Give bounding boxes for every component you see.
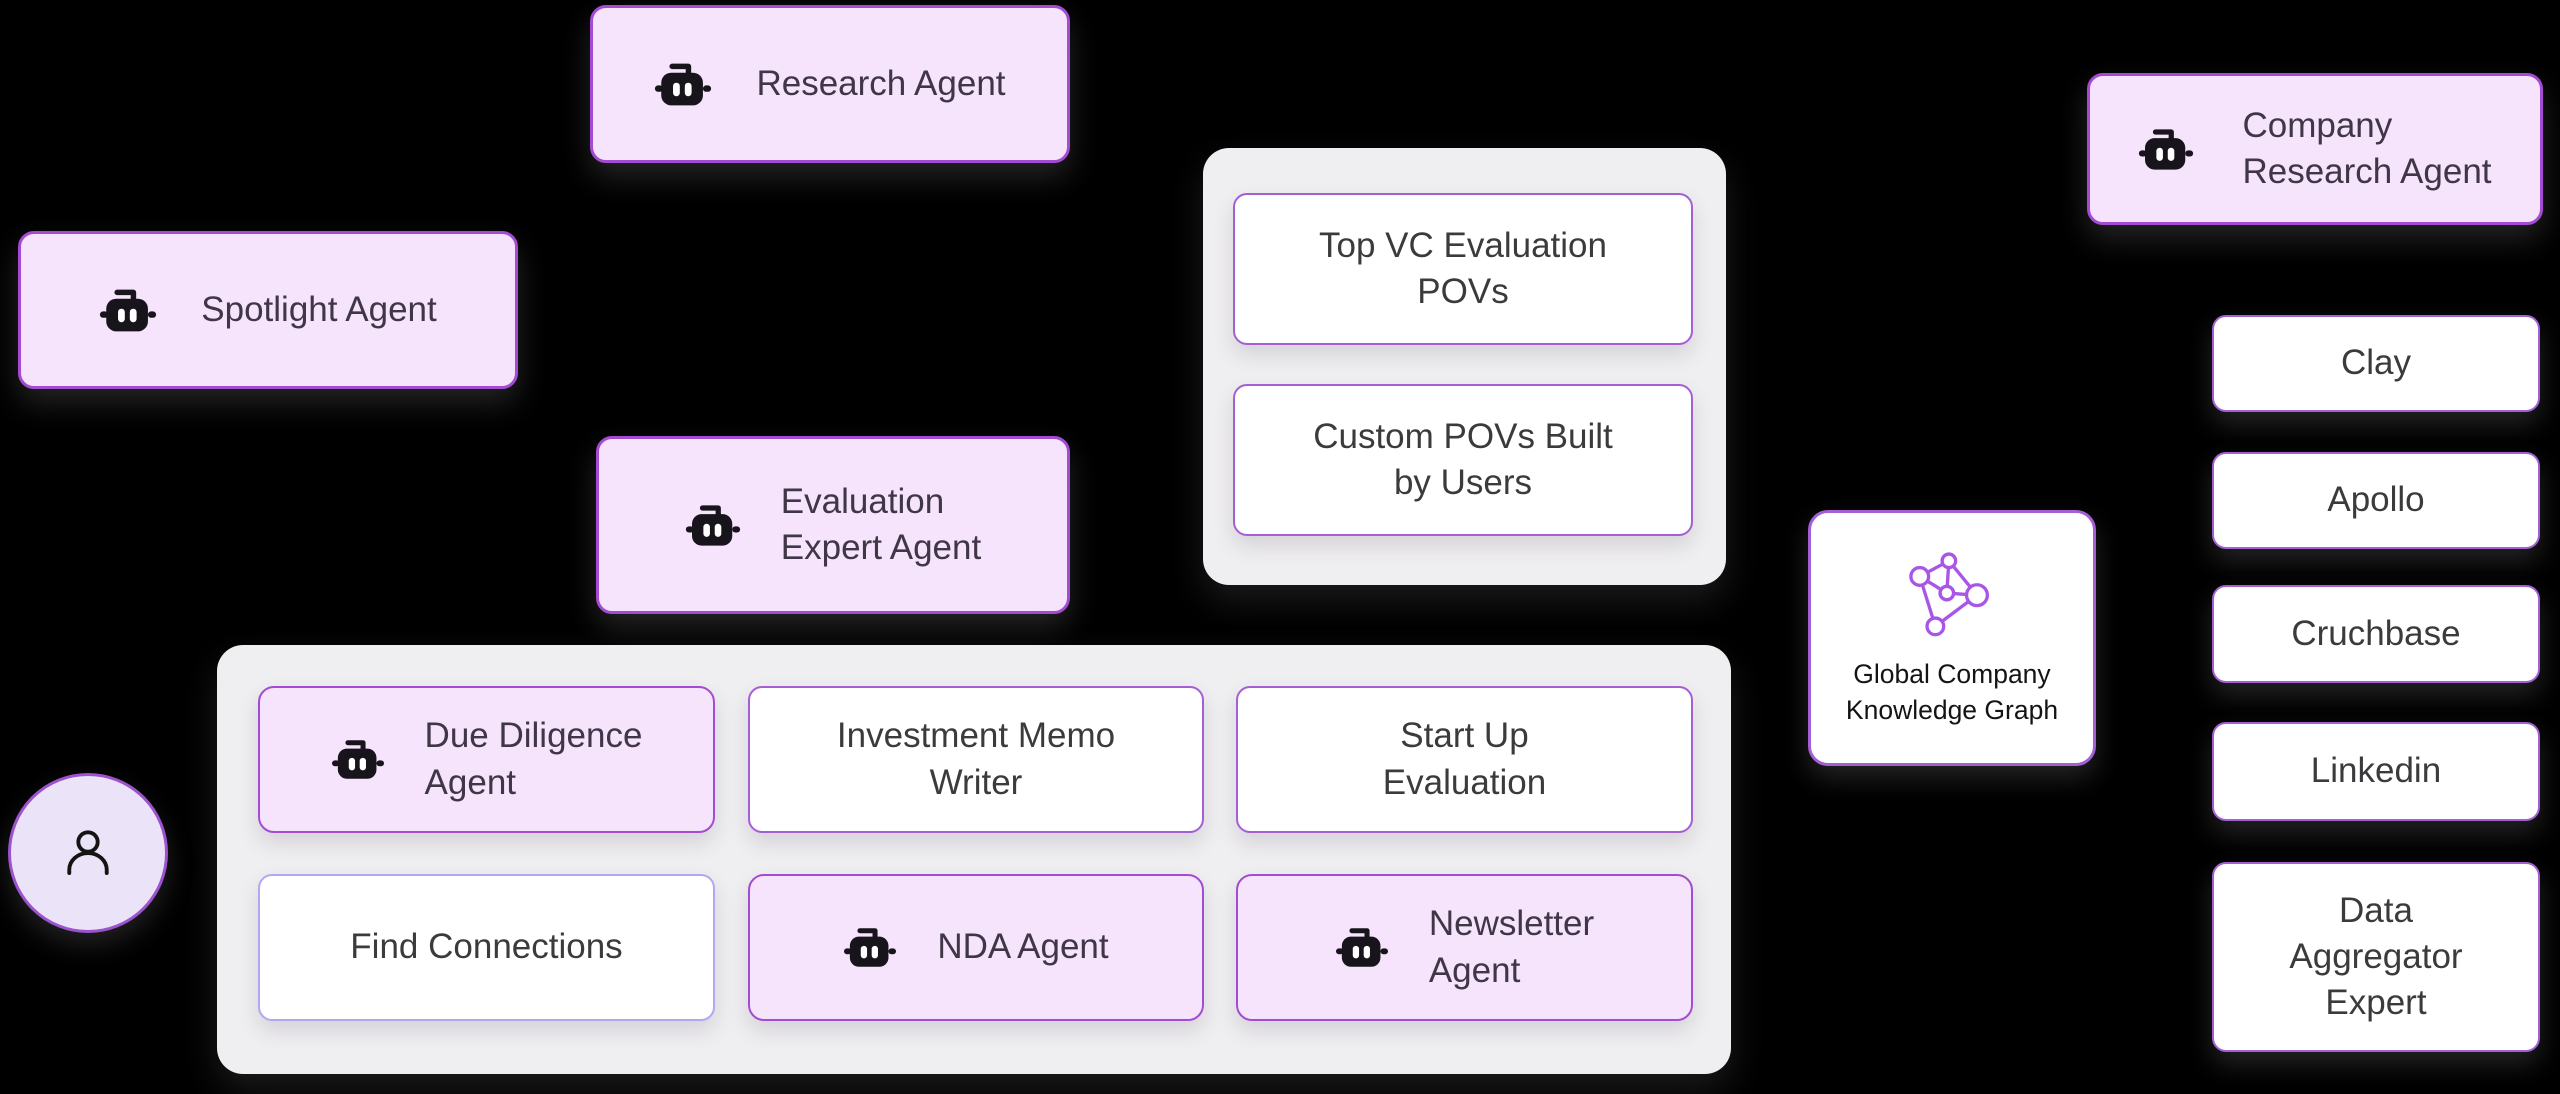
node-research-agent: Research Agent: [590, 5, 1070, 163]
connector-stub: [2146, 222, 2152, 256]
connector-arrow: [2192, 945, 2214, 971]
connector-arrow: [2192, 621, 2214, 647]
connector-arrow: [2192, 759, 2214, 785]
connector-stub: [1058, 506, 1086, 512]
node-linkedin: Linkedin: [2212, 722, 2540, 821]
node-find-connections: Find Connections: [258, 874, 715, 1021]
node-due-diligence-agent: Due Diligence Agent: [258, 686, 715, 833]
connector-stub: [580, 508, 608, 514]
robot-icon: [843, 924, 897, 971]
robot-icon: [685, 501, 741, 550]
node-label: Global Company Knowledge Graph: [1845, 659, 2059, 725]
node-spotlight-agent: Spotlight Agent: [18, 231, 518, 389]
connector-stub: [1714, 364, 1740, 370]
connector-stub: [1898, 494, 1904, 514]
node-label: Custom POVs Built by Users: [1313, 416, 1613, 502]
robot-icon: [99, 285, 157, 336]
connector-stub: [1058, 81, 1088, 87]
connector-stub: [0, 306, 30, 312]
robot-icon: [2138, 125, 2194, 174]
connector-stub: [572, 84, 602, 90]
node-cruchbase: Cruchbase: [2212, 585, 2540, 683]
connector-arrow: [2192, 351, 2214, 377]
node-global-company-knowledge-graph: Global Company Knowledge Graph: [1808, 510, 2096, 766]
node-label: Data Aggregator Expert: [2289, 890, 2463, 1023]
node-label: Evaluation Expert Agent: [780, 481, 982, 567]
node-evaluation-expert-agent: Evaluation Expert Agent: [596, 436, 1070, 614]
connector-arrow: [1788, 634, 1810, 660]
node-investment-memo-writer: Investment Memo Writer: [748, 686, 1204, 833]
node-start-up-evaluation: Start Up Evaluation: [1236, 686, 1693, 833]
node-label: Linkedin: [2310, 751, 2442, 791]
network-graph-icon: [1909, 552, 1990, 637]
node-label: Start Up Evaluation: [1382, 716, 1547, 802]
pov-group: Top VC Evaluation POVs Custom POVs Built…: [1203, 148, 1726, 585]
node-label: Company Research Agent: [2242, 105, 2492, 191]
node-label: Research Agent: [756, 63, 1006, 103]
node-clay: Clay: [2212, 315, 2540, 412]
workflow-group: Due Diligence Agent Investment Memo Writ…: [217, 645, 1731, 1074]
user-node: [8, 773, 168, 933]
node-label: Spotlight Agent: [201, 289, 437, 329]
node-label: Investment Memo Writer: [836, 716, 1116, 802]
node-label: Newsletter Agent: [1428, 904, 1595, 990]
node-data-aggregator-expert: Data Aggregator Expert: [2212, 862, 2540, 1052]
node-label: NDA Agent: [937, 927, 1109, 967]
robot-icon: [654, 59, 712, 110]
node-label: Top VC Evaluation POVs: [1319, 225, 1607, 311]
robot-icon: [1335, 924, 1389, 971]
node-label: Due Diligence Agent: [424, 716, 643, 802]
node-label: Find Connections: [350, 927, 623, 967]
person-icon: [67, 830, 109, 875]
node-company-research-agent: Company Research Agent: [2087, 73, 2543, 225]
node-label: Cruchbase: [2291, 613, 2461, 653]
node-newsletter-agent: Newsletter Agent: [1236, 874, 1693, 1021]
robot-icon: [331, 736, 385, 783]
node-custom-povs-built-by-users: Custom POVs Built by Users: [1233, 384, 1693, 536]
node-label: Clay: [2340, 343, 2412, 383]
node-nda-agent: NDA Agent: [748, 874, 1204, 1021]
node-label: Apollo: [2327, 480, 2425, 520]
connector-arrow: [2192, 487, 2214, 513]
node-top-vc-evaluation-povs: Top VC Evaluation POVs: [1233, 193, 1693, 345]
node-apollo: Apollo: [2212, 452, 2540, 549]
connector-stub: [80, 386, 86, 410]
connector-stub: [506, 304, 536, 310]
connector-stub: [2070, 144, 2100, 150]
